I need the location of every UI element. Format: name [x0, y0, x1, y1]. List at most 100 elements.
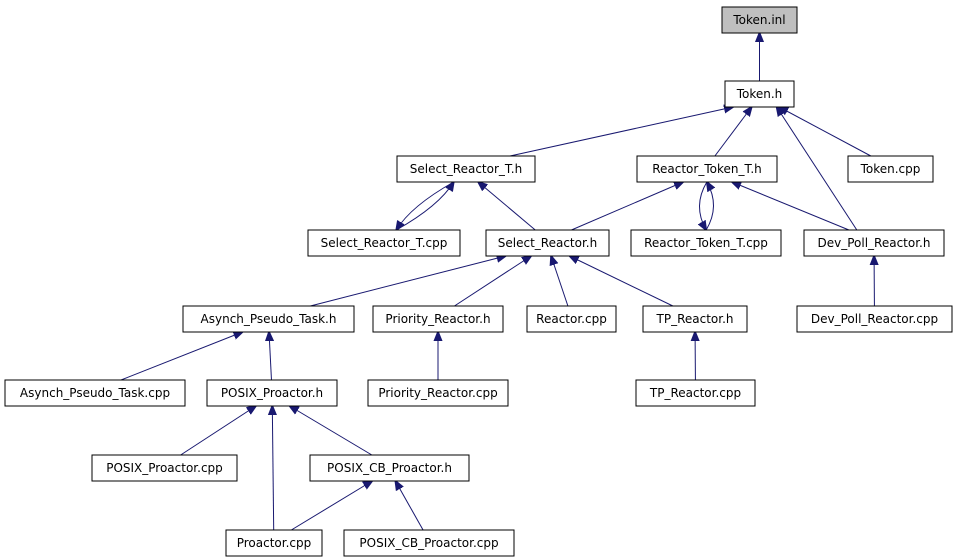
- node-box: [396, 155, 536, 183]
- node-label: Priority_Reactor.cpp: [378, 386, 497, 400]
- node-label: Dev_Poll_Reactor.h: [818, 236, 931, 250]
- edge-dev-poll-reactor-h-to-reactor-token-t-h: [732, 182, 850, 231]
- node-box: [642, 305, 748, 333]
- edge-line: [699, 181, 706, 230]
- edge-line: [732, 182, 850, 231]
- node-select-reactor-h[interactable]: Select_Reactor.h: [485, 229, 610, 257]
- node-box: [307, 229, 461, 257]
- edge-priority-reactor-h-to-select-reactor-h: [454, 256, 531, 307]
- node-label: Reactor.cpp: [536, 312, 607, 326]
- edge-posix-cb-proactor-h-to-posix-proactor-h: [290, 406, 373, 456]
- node-label: Token.h: [736, 87, 783, 101]
- node-label: Token.inl: [732, 13, 785, 27]
- node-label: Reactor_Token_T.h: [652, 162, 762, 176]
- node-label: Token.cpp: [860, 162, 921, 176]
- edge-line: [706, 182, 713, 231]
- node-token-cpp[interactable]: Token.cpp: [847, 155, 934, 183]
- node-label: Dev_Poll_Reactor.cpp: [811, 312, 938, 326]
- edge-line: [180, 406, 256, 456]
- node-dev-poll-reactor-cpp[interactable]: Dev_Poll_Reactor.cpp: [796, 305, 953, 333]
- edge-line: [777, 107, 858, 231]
- edge-posix-cb-proactor-cpp-to-posix-cb-proactor-h: [395, 481, 424, 531]
- node-label: TP_Reactor.h: [656, 312, 734, 326]
- node-priority-reactor-cpp[interactable]: Priority_Reactor.cpp: [367, 379, 509, 407]
- edge-line: [395, 481, 424, 531]
- node-box: [309, 454, 470, 482]
- node-label: Asynch_Pseudo_Task.h: [201, 312, 337, 326]
- node-dev-poll-reactor-h[interactable]: Dev_Poll_Reactor.h: [803, 229, 945, 257]
- edge-asynch-pseudo-task-h-to-select-reactor-h: [310, 256, 505, 307]
- edge-reactor-token-t-h-to-reactor-token-t-cpp: [699, 181, 706, 230]
- node-posix-cb-proactor-cpp[interactable]: POSIX_CB_Proactor.cpp: [343, 529, 515, 557]
- edge-line: [291, 481, 372, 531]
- node-box: [367, 379, 509, 407]
- edge-line: [310, 256, 505, 307]
- node-reactor-token-t-h[interactable]: Reactor_Token_T.h: [636, 155, 778, 183]
- edge-tp-reactor-h-to-select-reactor-h: [570, 256, 674, 307]
- node-box: [721, 6, 798, 34]
- node-proactor-cpp[interactable]: Proactor.cpp: [225, 529, 323, 557]
- node-label: POSIX_CB_Proactor.cpp: [359, 536, 498, 550]
- node-label: Select_Reactor.h: [498, 236, 597, 250]
- node-priority-reactor-h[interactable]: Priority_Reactor.h: [372, 305, 504, 333]
- node-label: Select_Reactor_T.cpp: [321, 236, 448, 250]
- node-box: [847, 155, 934, 183]
- edge-line: [120, 332, 242, 381]
- node-select-reactor-t-h[interactable]: Select_Reactor_T.h: [396, 155, 536, 183]
- edge-line: [269, 332, 271, 381]
- edge-layer: [120, 33, 874, 531]
- node-box: [635, 379, 756, 407]
- node-label: TP_Reactor.cpp: [649, 386, 741, 400]
- node-label: POSIX_Proactor.h: [221, 386, 323, 400]
- edge-line: [454, 256, 531, 307]
- node-box: [225, 529, 323, 557]
- node-label: POSIX_CB_Proactor.h: [327, 461, 452, 475]
- edge-reactor-token-t-cpp-to-reactor-token-t-h: [706, 182, 713, 231]
- edge-select-reactor-h-to-select-reactor-t-h: [478, 182, 536, 231]
- edge-reactor-cpp-to-select-reactor-h: [551, 256, 569, 307]
- node-posix-proactor-h[interactable]: POSIX_Proactor.h: [206, 379, 338, 407]
- node-token-inl[interactable]: Token.inl: [721, 6, 798, 34]
- node-box: [4, 379, 186, 407]
- node-box: [803, 229, 945, 257]
- edge-select-reactor-t-cpp-to-select-reactor-t-h: [396, 182, 453, 231]
- node-token-h[interactable]: Token.h: [724, 80, 795, 108]
- node-box: [182, 305, 355, 333]
- node-box: [724, 80, 795, 108]
- edge-line: [551, 256, 569, 307]
- edge-proactor-cpp-to-posix-proactor-h: [272, 406, 273, 531]
- edge-proactor-cpp-to-posix-cb-proactor-h: [291, 481, 372, 531]
- node-select-reactor-t-cpp[interactable]: Select_Reactor_T.cpp: [307, 229, 461, 257]
- node-reactor-token-t-cpp[interactable]: Reactor_Token_T.cpp: [630, 229, 782, 257]
- node-label: Reactor_Token_T.cpp: [644, 236, 768, 250]
- node-posix-proactor-cpp[interactable]: POSIX_Proactor.cpp: [91, 454, 238, 482]
- node-reactor-cpp[interactable]: Reactor.cpp: [526, 305, 617, 333]
- edge-line: [779, 107, 872, 157]
- edge-line: [396, 182, 453, 231]
- node-label: Asynch_Pseudo_Task.cpp: [20, 386, 170, 400]
- node-posix-cb-proactor-h[interactable]: POSIX_CB_Proactor.h: [309, 454, 470, 482]
- edge-select-reactor-t-h-to-token-h: [509, 107, 733, 157]
- edge-line: [571, 182, 683, 231]
- node-tp-reactor-cpp[interactable]: TP_Reactor.cpp: [635, 379, 756, 407]
- edge-line: [396, 181, 454, 230]
- node-tp-reactor-h[interactable]: TP_Reactor.h: [642, 305, 748, 333]
- node-box: [796, 305, 953, 333]
- edge-select-reactor-h-to-reactor-token-t-h: [571, 182, 683, 231]
- edge-posix-proactor-h-to-asynch-pseudo-task-h: [269, 332, 271, 381]
- node-box: [372, 305, 504, 333]
- edge-line: [714, 107, 752, 157]
- node-box: [630, 229, 782, 257]
- edge-reactor-token-t-h-to-token-h: [714, 107, 752, 157]
- node-box: [343, 529, 515, 557]
- edge-posix-proactor-cpp-to-posix-proactor-h: [180, 406, 256, 456]
- node-asynch-pseudo-task-h[interactable]: Asynch_Pseudo_Task.h: [182, 305, 355, 333]
- node-asynch-pseudo-task-cpp[interactable]: Asynch_Pseudo_Task.cpp: [4, 379, 186, 407]
- node-box: [485, 229, 610, 257]
- node-label: POSIX_Proactor.cpp: [106, 461, 223, 475]
- edge-select-reactor-t-h-to-select-reactor-t-cpp: [396, 181, 454, 230]
- edge-line: [290, 406, 373, 456]
- node-box: [636, 155, 778, 183]
